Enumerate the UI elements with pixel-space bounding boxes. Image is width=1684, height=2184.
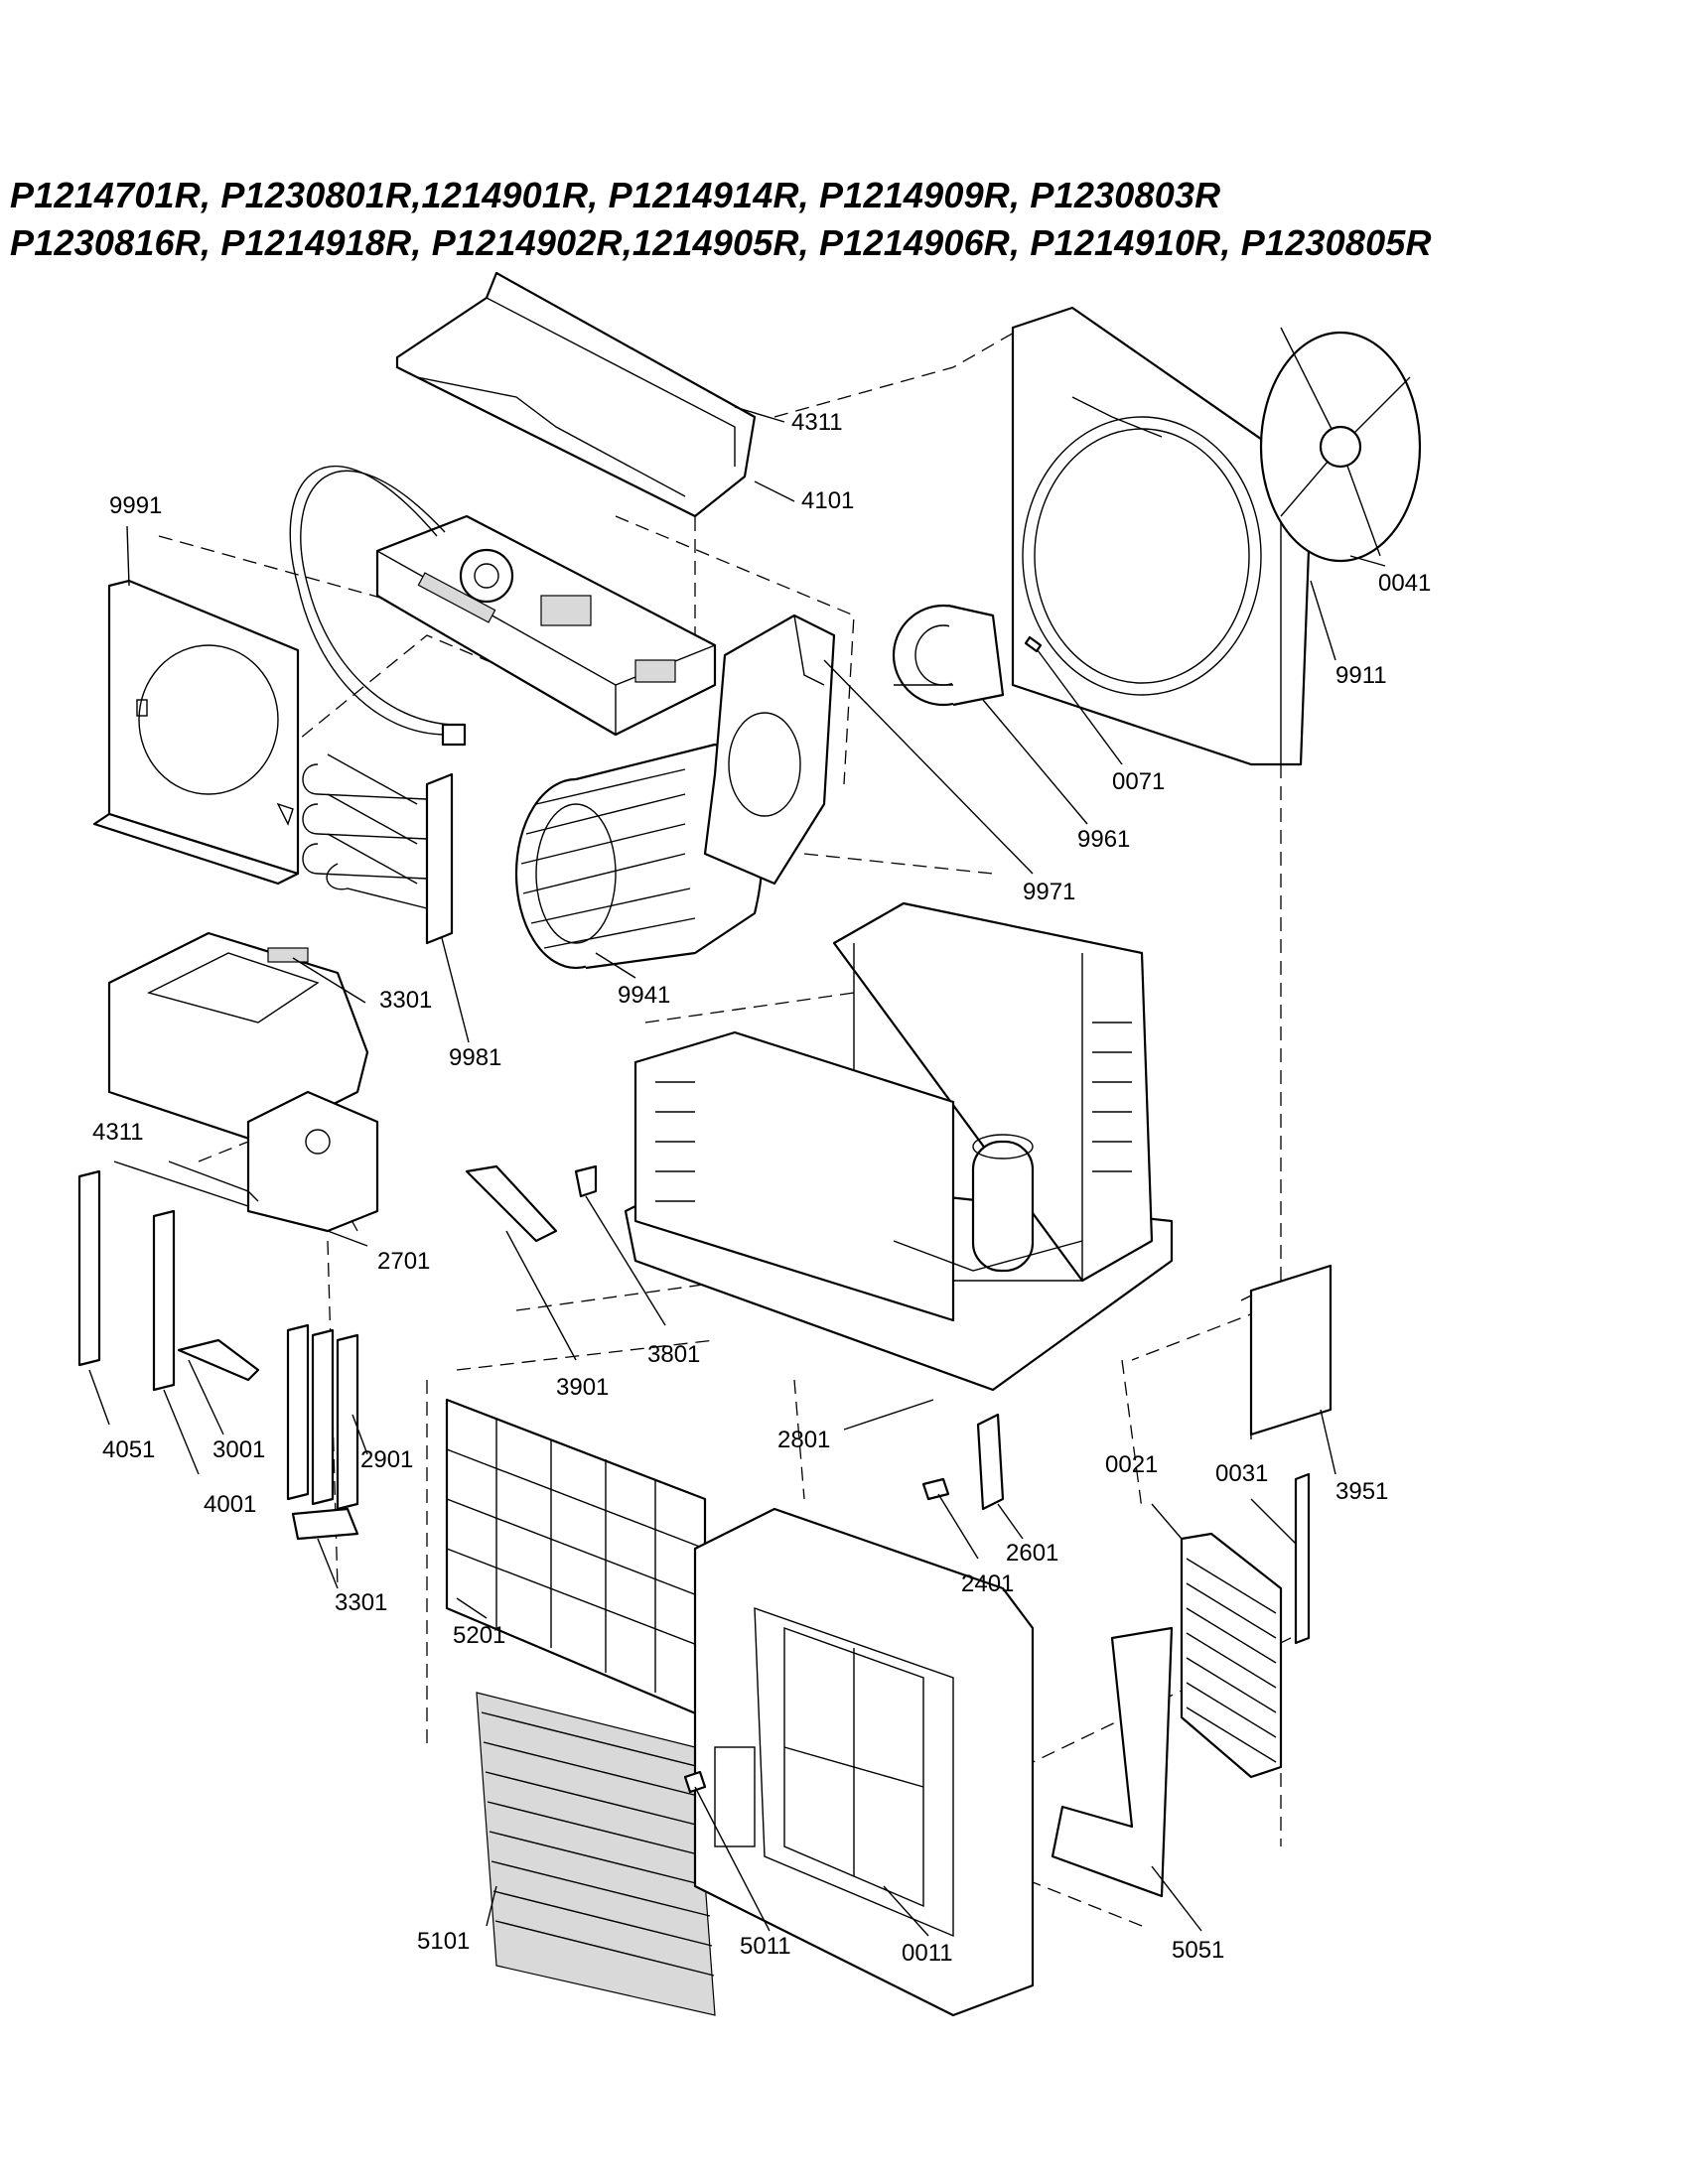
fan-motor-9961 (892, 604, 1044, 707)
clip-2401 (921, 1477, 950, 1501)
label-4001: 4001 (204, 1491, 256, 1518)
label-3951: 3951 (1335, 1478, 1388, 1505)
label-4101: 4101 (801, 487, 854, 514)
heater-element-9981 (302, 753, 454, 945)
condenser-shroud-9911 (1011, 306, 1313, 766)
part-number-labels: 4311 4101 9991 0041 9911 0071 9961 9971 … (92, 409, 1431, 1967)
label-5011: 5011 (740, 1933, 791, 1960)
filter-5201 (445, 1398, 707, 1719)
label-5051: 5051 (1172, 1937, 1224, 1964)
label-4051: 4051 (102, 1436, 155, 1463)
screw-5011 (683, 1770, 707, 1794)
leader-lines (88, 406, 1386, 1937)
louver-rod-0031 (1294, 1472, 1311, 1645)
clip-3801 (574, 1164, 598, 1198)
label-0031: 0031 (1215, 1460, 1268, 1487)
front-panel-9991 (92, 579, 300, 886)
side-panel-3951 (1240, 1264, 1333, 1439)
bracket-3001 (177, 1338, 260, 1382)
relay-set-2901 (286, 1323, 359, 1541)
label-2401: 2401 (961, 1570, 1014, 1597)
label-9911: 9911 (1335, 662, 1387, 689)
louver-assembly-0021 (1180, 1532, 1283, 1779)
label-9961: 9961 (1077, 826, 1130, 853)
front-grille-5101 (476, 1692, 716, 2016)
base-chassis-2801 (624, 901, 1174, 1392)
label-0021: 0021 (1105, 1451, 1158, 1478)
label-0011: 0011 (902, 1940, 953, 1967)
label-2901: 2901 (360, 1446, 413, 1473)
model-list-line-1: P1214701R, P1230801R,1214901R, P1214914R… (10, 175, 1221, 215)
label-4311-bracket: 4311 (92, 1119, 144, 1146)
side-seal-4051 (77, 1169, 101, 1367)
label-2701: 2701 (377, 1248, 430, 1275)
label-4311-top-cover: 4311 (791, 409, 843, 436)
top-cover-4311 (395, 271, 757, 518)
label-3801: 3801 (647, 1341, 700, 1368)
fan-blade-0041 (1259, 327, 1422, 563)
label-3301-lower: 3301 (335, 1589, 387, 1616)
label-2801: 2801 (777, 1427, 830, 1453)
screw-0071 (1024, 635, 1043, 653)
label-2601: 2601 (1006, 1540, 1058, 1567)
bracket-assembly-2701 (107, 931, 379, 1233)
fan-orifice-bracket-9971 (703, 614, 836, 886)
front-frame-0011 (693, 1507, 1035, 2017)
label-0071: 0071 (1112, 768, 1165, 795)
label-9981: 9981 (449, 1044, 501, 1071)
side-frame-5051 (1051, 1626, 1174, 1898)
label-0041: 0041 (1378, 570, 1431, 597)
label-3301-upper: 3301 (379, 987, 432, 1014)
label-9971: 9971 (1023, 879, 1075, 905)
label-5101: 5101 (417, 1928, 470, 1955)
label-9991: 9991 (109, 492, 162, 519)
label-5201: 5201 (453, 1622, 505, 1649)
label-3901: 3901 (556, 1374, 609, 1401)
capacitor-2601 (976, 1413, 1005, 1511)
side-seal-4001 (152, 1209, 176, 1392)
control-box-assembly (289, 466, 717, 747)
label-9941: 9941 (618, 982, 670, 1009)
thermistor-3901 (465, 1164, 558, 1243)
label-3001: 3001 (212, 1436, 265, 1463)
model-list-line-2: P1230816R, P1214918R, P1214902R,1214905R… (10, 222, 1432, 263)
